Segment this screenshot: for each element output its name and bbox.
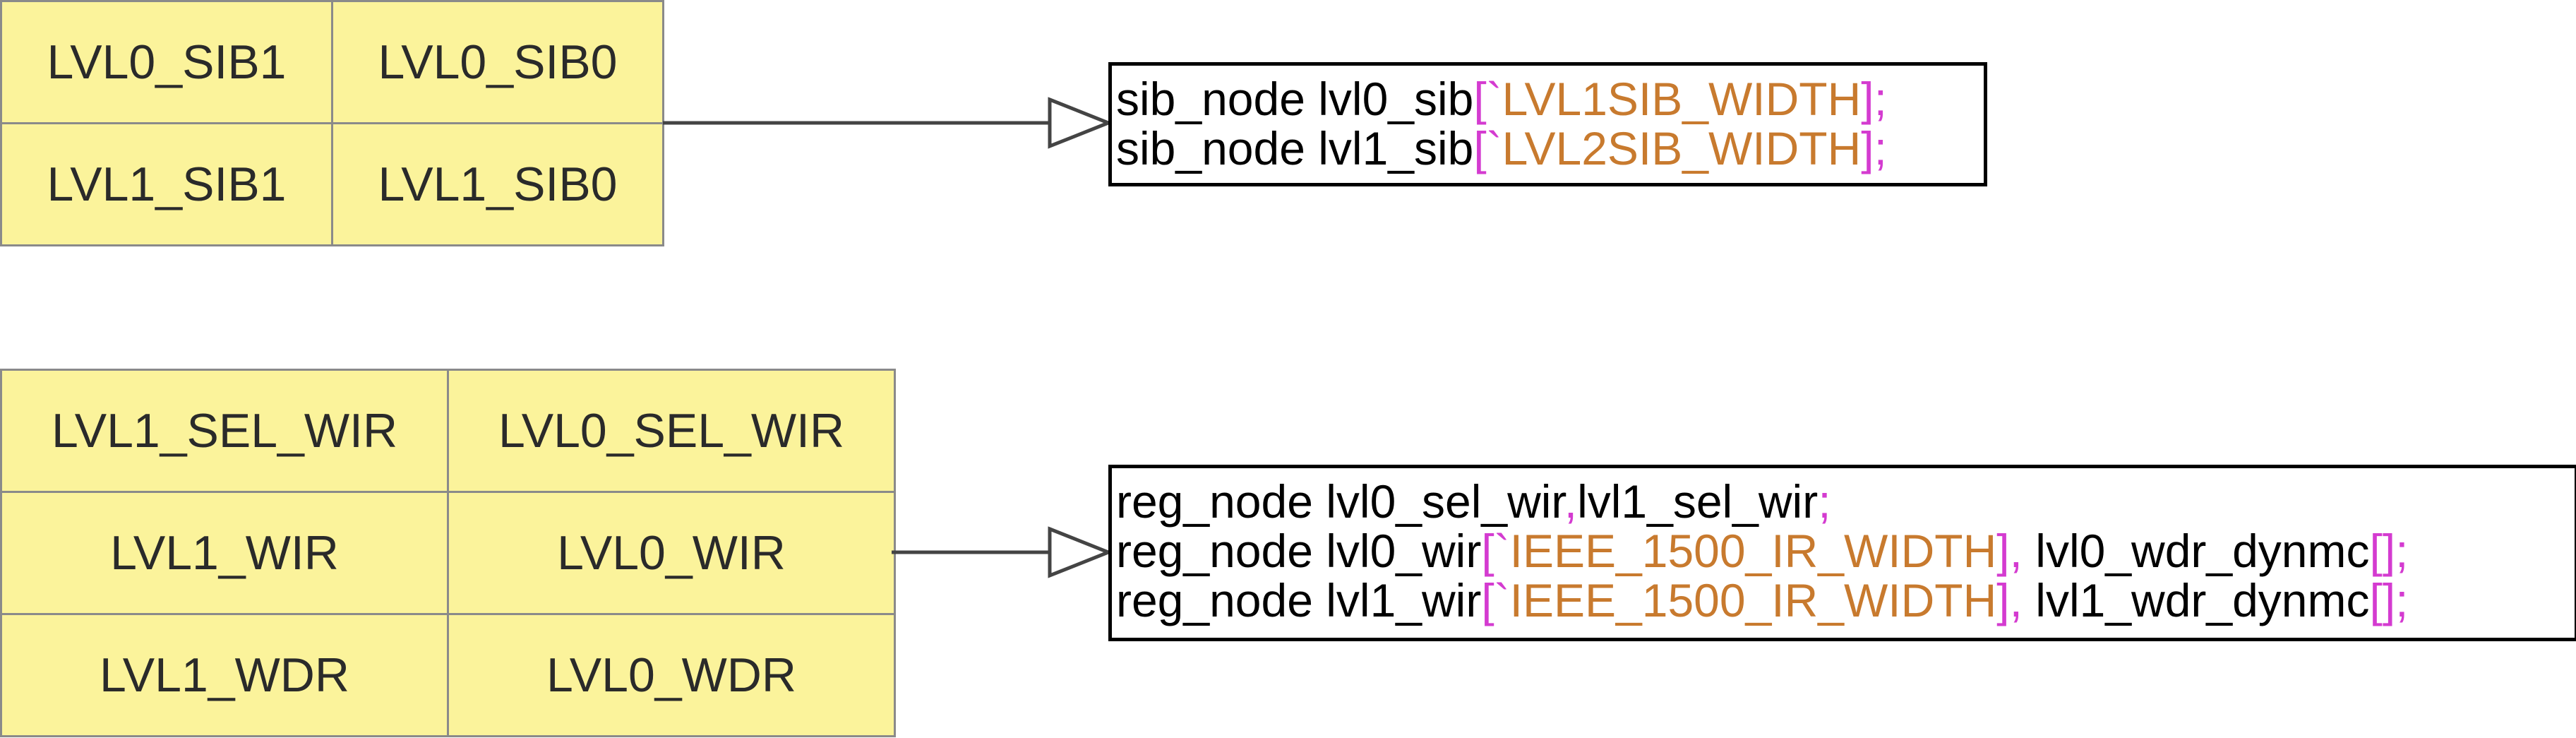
reg-token-punct: ],: [1996, 574, 2023, 626]
reg-grid-cell: LVL0_WIR: [447, 491, 896, 615]
sib-token-punct: ];: [1861, 73, 1887, 125]
reg-token-macro: IEEE_1500_IR_WIDTH: [1509, 574, 1997, 626]
reg-token-plain: reg_node lvl0_wir: [1116, 525, 1482, 577]
sib-grid-cell: LVL1_SIB0: [331, 122, 664, 246]
sib-connector-arrowhead: [1048, 97, 1113, 149]
reg-grid-cell: LVL0_WDR: [447, 613, 896, 737]
reg-token-punct: ,: [1564, 475, 1578, 528]
reg-code-line: reg_node lvl1_wir[`IEEE_1500_IR_WIDTH], …: [1116, 576, 2570, 625]
reg-token-punct: [`: [1481, 574, 1510, 626]
sib-token-plain: sib_node lvl1_sib: [1116, 122, 1474, 174]
sib-declaration-box: sib_node lvl0_sib[`LVL1SIB_WIDTH];sib_no…: [1108, 62, 1987, 186]
reg-token-plain: lvl1_sel_wir: [1577, 475, 1819, 528]
reg-token-punct: [`: [1481, 525, 1510, 577]
reg-token-punct: [];: [2369, 525, 2409, 577]
reg-token-punct: [];: [2369, 574, 2409, 626]
sib-token-macro: LVL1SIB_WIDTH: [1502, 73, 1862, 125]
reg-token-macro: IEEE_1500_IR_WIDTH: [1509, 525, 1997, 577]
sib-token-punct: [`: [1473, 73, 1502, 125]
reg-declaration-box: reg_node lvl0_sel_wir,lvl1_sel_wir;reg_n…: [1108, 465, 2576, 641]
sib-code-line: sib_node lvl1_sib[`LVL2SIB_WIDTH];: [1116, 124, 1979, 173]
reg-token-plain: lvl1_wdr_dynmc: [2022, 574, 2370, 626]
reg-token-punct: ],: [1996, 525, 2023, 577]
reg-grid-cell: LVL1_WDR: [0, 613, 449, 737]
reg-code-line: reg_node lvl0_wir[`IEEE_1500_IR_WIDTH], …: [1116, 526, 2570, 576]
sib-grid-cell: LVL0_SIB1: [0, 0, 333, 124]
sib-grid-cell: LVL0_SIB0: [331, 0, 664, 124]
sib-code-line: sib_node lvl0_sib[`LVL1SIB_WIDTH];: [1116, 74, 1979, 124]
reg-token-punct: ;: [1818, 475, 1831, 528]
reg-token-plain: lvl0_wdr_dynmc: [2022, 525, 2370, 577]
sib-token-punct: ];: [1861, 122, 1887, 174]
reg-token-plain: reg_node lvl0_sel_wir: [1116, 475, 1564, 528]
sib-token-macro: LVL2SIB_WIDTH: [1502, 122, 1862, 174]
sib-grid-cell: LVL1_SIB1: [0, 122, 333, 246]
reg-grid-cell: LVL1_WIR: [0, 491, 449, 615]
sib-token-punct: [`: [1473, 122, 1502, 174]
reg-token-plain: reg_node lvl1_wir: [1116, 574, 1482, 626]
reg-grid-cell: LVL0_SEL_WIR: [447, 369, 896, 493]
sib-token-plain: sib_node lvl0_sib: [1116, 73, 1474, 125]
reg-grid-cell: LVL1_SEL_WIR: [0, 369, 449, 493]
reg-code-line: reg_node lvl0_sel_wir,lvl1_sel_wir;: [1116, 477, 2570, 526]
reg-connector-arrowhead: [1048, 526, 1113, 578]
